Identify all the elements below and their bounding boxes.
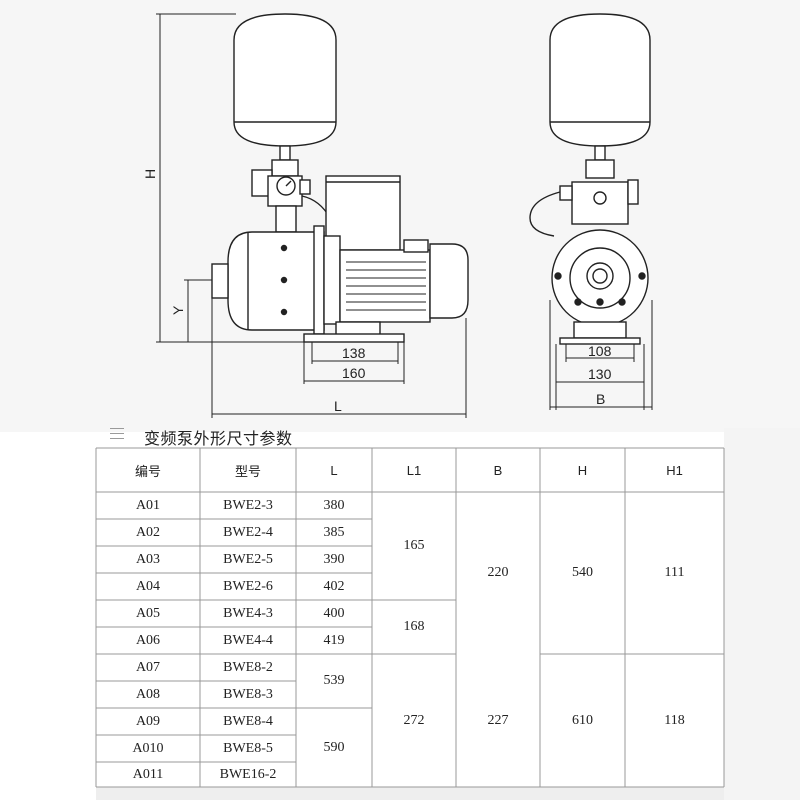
cell-id: A02 [135,524,161,540]
cell-id: A08 [135,686,161,702]
base-plate [303,333,405,343]
dim-label-b: B [596,391,605,407]
header-cell-b: B [493,462,503,478]
cell-id: A09 [135,713,161,729]
cell-model: BWE2-5 [223,551,273,567]
cell-model: BWE2-6 [223,578,273,594]
cell-id: A05 [135,605,161,621]
cell-id: A06 [135,632,161,648]
header-cell-model: 型号 [234,463,261,479]
front-view-pump: 108 130 B [529,13,653,410]
header-cell-l1: L1 [406,462,422,478]
cell-id: A07 [135,659,161,675]
header-cell-h1: H1 [666,462,683,478]
cell-model: BWE4-3 [223,605,273,621]
cell-model: BWE8-2 [223,659,273,675]
table-title: 变频泵外形尺寸参数 [144,429,293,448]
merged-cell-h1-b: 118 [664,712,685,728]
dim-label-108: 108 [588,343,612,359]
merged-cell-h-a: 540 [572,565,593,580]
merged-cell-l1-b: 168 [403,619,425,634]
cell-model: BWE2-4 [223,524,273,540]
merged-cell-b-b: 227 [487,712,509,728]
header-cell-l: L [330,462,338,478]
dim-label-y: Y [170,305,186,315]
front-base [559,337,641,345]
cell-id: A03 [135,551,161,567]
dim-label-160: 160 [342,365,366,381]
merged-cell-b-a: 220 [487,565,509,580]
cell-id: A01 [135,497,161,513]
cell-id: A010 [132,740,164,756]
cell-l: 390 [323,551,345,567]
dim-label-h: H [142,169,158,179]
merged-cell-h1-a: 111 [664,565,685,580]
list-icon [110,428,124,440]
dim-label-130: 130 [588,366,612,382]
cell-l: 385 [323,524,345,540]
merged-cell-l1-c: 272 [403,712,425,728]
cell-model: BWE8-4 [223,713,273,729]
technical-drawing: H Y 138 160 L [142,13,653,418]
dim-label-138: 138 [342,345,366,361]
merged-cell-l-b: 590 [323,739,345,755]
cell-model: BWE4-4 [223,632,273,648]
merged-cell-l1-a: 165 [403,538,425,553]
cell-l: 402 [323,578,345,594]
side-margin [724,428,800,800]
cell-l: 380 [323,497,345,513]
cell-model: BWE2-3 [223,497,273,513]
bottom-margin [96,787,724,800]
cell-l: 419 [323,632,345,648]
header-cell-id: 编号 [134,463,161,479]
cell-id: A04 [135,578,161,594]
dim-label-l: L [334,398,342,414]
cell-l: 400 [323,605,345,621]
table-title-bar: 变频泵外形尺寸参数 [96,422,724,448]
side-view-pump: H Y 138 160 L [142,13,469,418]
cell-id: A011 [132,766,164,782]
cell-model: BWE8-3 [223,686,273,702]
cell-model: BWE16-2 [219,766,277,782]
header-cell-h: H [577,462,588,478]
merged-cell-h-b: 610 [572,712,593,728]
cell-model: BWE8-5 [223,740,273,756]
merged-cell-l-a: 539 [323,673,345,688]
